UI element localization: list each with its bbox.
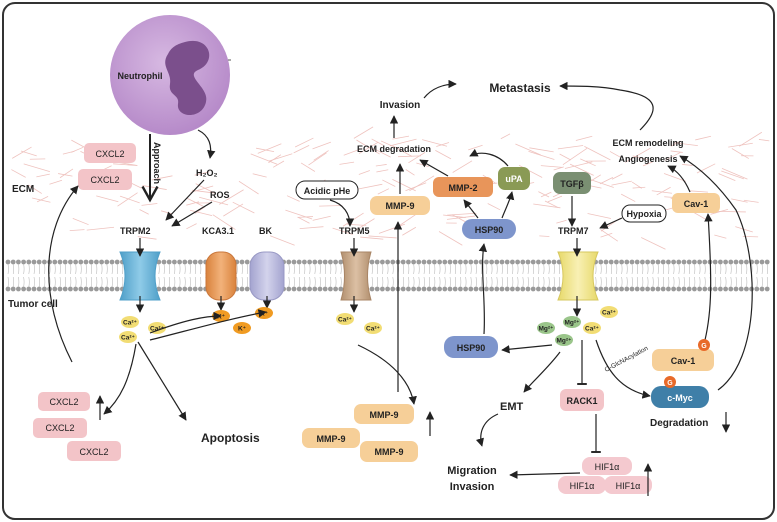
ion-marker: Mg²⁺ <box>537 322 555 334</box>
tumor-cell-label: Tumor cell <box>8 299 58 310</box>
trpm7-label: TRPM7 <box>558 226 589 236</box>
migration-label: Migration <box>447 465 497 477</box>
mmp9-label-2: MMP-9 <box>317 434 346 444</box>
ion-label: K⁺ <box>238 326 246 333</box>
acidic-phe-label: Acidic pHe <box>304 186 351 196</box>
upa-label: uPA <box>505 174 523 184</box>
ecm-degradation-label: ECM degradation <box>357 144 431 154</box>
hif1a-label-2: HIF1α <box>570 481 595 491</box>
mmp9-label-1: MMP-9 <box>370 410 399 420</box>
apoptosis-label: Apoptosis <box>201 431 260 445</box>
hif1a-label-1: HIF1α <box>595 462 620 472</box>
ion-marker: Mg²⁺ <box>563 316 581 328</box>
hsp90-bottom-label: HSP90 <box>457 343 486 353</box>
trpm2-channel <box>119 251 161 301</box>
emt-label: EMT <box>500 401 524 413</box>
trpm2-label: TRPM2 <box>120 226 151 236</box>
cxcl2-label-3: CXCL2 <box>49 397 78 407</box>
invasion-label: Invasion <box>380 100 421 111</box>
mmp2-label: MMP-2 <box>449 183 478 193</box>
ion-label: Mg²⁺ <box>565 320 580 327</box>
ion-marker: Ca²⁺ <box>119 331 137 343</box>
ion-label: K⁺ <box>217 314 225 321</box>
mmp9-bottom-group: MMP-9 MMP-9 MMP-9 <box>302 404 418 462</box>
ion-label: Ca²⁺ <box>366 326 380 333</box>
ion-label: Ca²⁺ <box>123 320 137 327</box>
cav1-bottom-label: Cav-1 <box>671 356 696 366</box>
ion-label: Mg²⁺ <box>539 326 554 333</box>
hsp90-top-label: HSP90 <box>475 225 504 235</box>
cxcl2-label-2: CXCL2 <box>90 175 119 185</box>
ion-label: Ca²⁺ <box>585 326 599 333</box>
ion-marker: K⁺ <box>233 322 251 334</box>
ion-label: Mg²⁺ <box>557 338 572 345</box>
neutrophil-label: Neutrophil <box>118 71 163 81</box>
ion-marker: Mg²⁺ <box>555 334 573 346</box>
mmp9-label-3: MMP-9 <box>375 447 404 457</box>
bk-channel <box>249 251 285 301</box>
ion-marker: Ca²⁺ <box>121 316 139 328</box>
cxcl2-bottom-group: CXCL2 CXCL2 CXCL2 <box>33 392 121 461</box>
ion-marker: Ca²⁺ <box>583 322 601 334</box>
cav1-top-label: Cav-1 <box>684 199 709 209</box>
ion-label: Ca²⁺ <box>121 335 135 342</box>
ion-marker: Ca²⁺ <box>148 322 166 334</box>
rack1-label: RACK1 <box>566 396 597 406</box>
cxcl2-top-group: CXCL2 CXCL2 <box>78 143 136 190</box>
hypoxia-label: Hypoxia <box>626 209 662 219</box>
cmyc-label: c-Myc <box>667 393 693 403</box>
hif1a-label-3: HIF1α <box>616 481 641 491</box>
kca31-label: KCA3.1 <box>202 226 234 236</box>
ion-label: Ca²⁺ <box>338 317 352 324</box>
hif1a-group: HIF1α HIF1α HIF1α <box>558 457 652 494</box>
ecm-label: ECM <box>12 184 34 195</box>
cxcl2-label-1: CXCL2 <box>95 149 124 159</box>
trpm5-label: TRPM5 <box>339 226 370 236</box>
bk-label: BK <box>259 226 272 236</box>
trpm7-channel <box>557 251 599 301</box>
metastasis-label: Metastasis <box>489 81 551 95</box>
kca31-channel <box>205 251 237 301</box>
invasion2-label: Invasion <box>450 481 495 493</box>
neutrophil-cell: Neutrophil <box>110 15 230 135</box>
ion-label: Ca²⁺ <box>150 326 164 333</box>
ion-marker: Ca²⁺ <box>336 313 354 325</box>
ion-label: K⁺ <box>260 311 268 318</box>
ros-label: ROS <box>210 190 230 200</box>
ion-marker: Ca²⁺ <box>364 322 382 334</box>
ion-marker: Ca²⁺ <box>600 306 618 318</box>
ion-label: Ca²⁺ <box>602 310 616 317</box>
mmp9-label-top: MMP-9 <box>386 201 415 211</box>
h2o2-label: H₂O₂ <box>196 168 218 178</box>
approach-label: Approach <box>152 142 162 184</box>
angiogenesis-label: Angiogenesis <box>618 154 677 164</box>
cxcl2-label-4: CXCL2 <box>45 423 74 433</box>
g-marker-cmyc: G <box>667 380 673 387</box>
cxcl2-label-5: CXCL2 <box>79 447 108 457</box>
degradation-label: Degradation <box>650 418 708 429</box>
tgfb-label: TGFβ <box>560 179 584 189</box>
trpm5-channel <box>340 251 372 301</box>
ecm-remodeling-label: ECM remodeling <box>612 138 683 148</box>
g-marker-cav1: G <box>701 343 707 350</box>
